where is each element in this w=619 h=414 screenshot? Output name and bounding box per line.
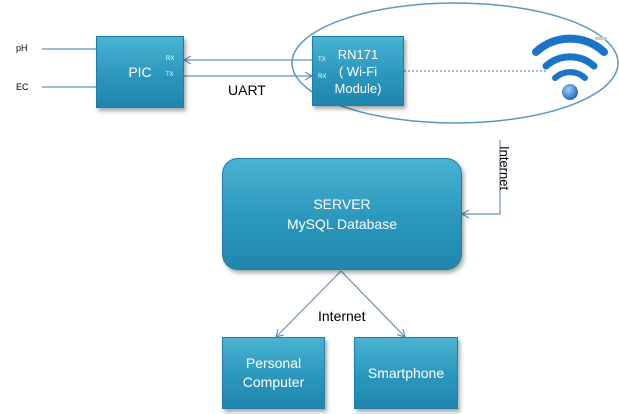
pic-rx-pin: RX (166, 56, 175, 62)
wifi-module-line1: RN171 (337, 46, 379, 62)
wifi-icon (532, 34, 608, 100)
smartphone-box: Smartphone (354, 337, 458, 409)
wifi-module-line3: Module) (334, 80, 382, 96)
ph-label: pH (16, 43, 28, 53)
server-box: SERVER MySQL Database (222, 158, 462, 270)
wireless-ellipse (291, 2, 619, 124)
wifi-module-line2: ( Wi-Fi (338, 63, 378, 79)
server-to-smartphone-arrow (340, 270, 406, 338)
pic-label: PIC (128, 64, 152, 80)
ec-label: EC (16, 82, 29, 92)
pic-tx-pin: TX (166, 72, 174, 78)
pic-box: PIC (96, 36, 184, 108)
internet-vertical-label: Internet (497, 146, 512, 191)
uart-label: UART (228, 82, 266, 98)
wifi-module-tx-pin: TX (318, 57, 326, 63)
pc-line1: Personal (245, 355, 302, 371)
internet-link-to-server (460, 140, 501, 219)
server-line2: MySQL Database (287, 216, 397, 232)
wifi-module-box: RN171 ( Wi-Fi Module) (312, 36, 404, 106)
server-line1: SERVER (313, 196, 371, 212)
internet-bottom-label: Internet (318, 308, 366, 324)
wifi-module-rx-pin: RX (318, 74, 327, 80)
pc-line2: Computer (242, 374, 305, 390)
server-to-pc-arrow (275, 270, 342, 338)
smartphone-label: Smartphone (367, 365, 445, 381)
personal-computer-box: Personal Computer (222, 337, 325, 409)
